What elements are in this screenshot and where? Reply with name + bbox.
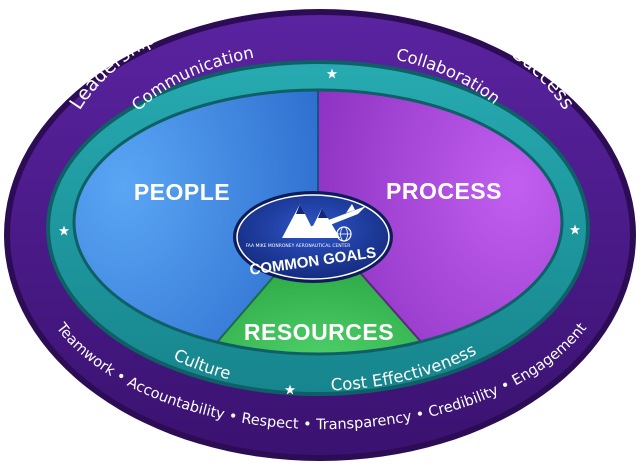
label-resources: RESOURCES [244,319,394,345]
star-icon [569,224,581,235]
label-process: PROCESS [386,178,502,204]
star-icon [284,384,296,395]
star-icon [326,68,338,79]
center-org-text: FAA MIKE MONRONEY AERONAUTICAL CENTER [246,243,351,249]
label-people: PEOPLE [134,179,230,205]
segment-resources [150,225,490,354]
inner-ellipse-border [72,88,564,356]
star-icon [58,225,70,236]
stars [58,68,581,395]
mountain-airplane-globe-icon [282,204,366,242]
